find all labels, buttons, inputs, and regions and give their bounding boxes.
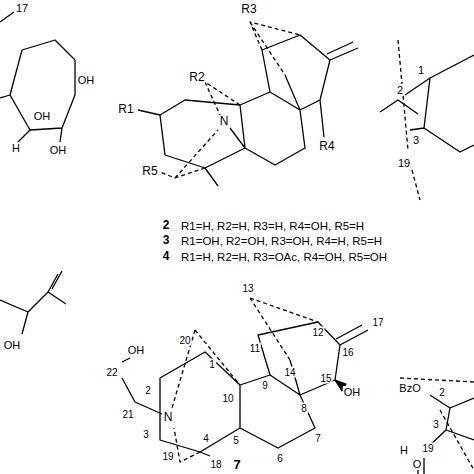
atom-label: OH bbox=[3, 339, 22, 351]
atom-label: 7 bbox=[314, 433, 322, 444]
atom-label: 3 bbox=[142, 429, 150, 440]
atom-label: OH bbox=[33, 110, 52, 122]
atom-label: R1=H, R2=H, R3=OAc, R4=OH, R5=OH bbox=[180, 251, 388, 264]
atom-label: 10 bbox=[221, 393, 234, 404]
atom-label: H bbox=[399, 444, 409, 456]
atom-label: OH bbox=[77, 74, 96, 86]
atom-label: 1 bbox=[417, 64, 425, 76]
atom-label: 15 bbox=[319, 373, 332, 384]
atom-label: R2 bbox=[188, 71, 205, 84]
compound-number: 3 bbox=[162, 234, 171, 247]
atom-label: OH bbox=[343, 386, 362, 398]
atom-label: 14 bbox=[283, 367, 296, 378]
atom-label: 18 bbox=[209, 459, 222, 470]
atom-label: 3 bbox=[432, 419, 440, 430]
atom-label: OH bbox=[127, 344, 146, 356]
compound-number: 7 bbox=[232, 458, 241, 472]
atom-label: N bbox=[219, 115, 230, 128]
atom-label: 19 bbox=[397, 157, 411, 169]
atom-label: R1 bbox=[117, 103, 134, 116]
atom-label: 21 bbox=[121, 409, 134, 420]
atom-label: H bbox=[11, 142, 21, 154]
atom-label: OH bbox=[49, 144, 68, 156]
atom-label: 8 bbox=[300, 403, 308, 414]
atom-label: 13 bbox=[241, 283, 254, 294]
atom-label: 22 bbox=[105, 367, 118, 378]
atom-label: 20 bbox=[178, 335, 191, 346]
atom-label: 2 bbox=[438, 387, 446, 398]
atom-label: R3 bbox=[240, 3, 257, 16]
atom-label: 17 bbox=[371, 317, 384, 328]
atom-label: 16 bbox=[341, 347, 354, 358]
atom-label: 1 bbox=[208, 359, 216, 370]
compound-number: 2 bbox=[162, 219, 171, 232]
atom-label: R1=H, R2=H, R3=H, R4=OH, R5=H bbox=[180, 220, 365, 233]
atom-label: 9 bbox=[261, 380, 269, 391]
atom-label: 19 bbox=[161, 451, 174, 462]
atom-label: 5 bbox=[232, 435, 240, 446]
atom-label: 12 bbox=[311, 327, 324, 338]
compound-number: 4 bbox=[162, 250, 171, 263]
atom-label: 2 bbox=[144, 385, 152, 396]
atom-label: 17 bbox=[15, 2, 29, 14]
atom-label: R4 bbox=[318, 140, 335, 153]
atom-label: 4 bbox=[202, 433, 210, 444]
atom-label: 6 bbox=[276, 453, 284, 464]
atom-label: BzO bbox=[398, 382, 421, 394]
atom-label: 3 bbox=[412, 134, 420, 146]
atom-label: 19 bbox=[421, 443, 434, 454]
atom-label: 2 bbox=[396, 84, 404, 96]
atom-label: 11 bbox=[249, 343, 261, 354]
atom-label: O bbox=[412, 458, 423, 470]
atom-label: R5 bbox=[141, 165, 158, 178]
atom-label: N bbox=[163, 411, 174, 424]
atom-label: R1=OH, R2=OH, R3=OH, R4=H, R5=H bbox=[180, 235, 383, 248]
